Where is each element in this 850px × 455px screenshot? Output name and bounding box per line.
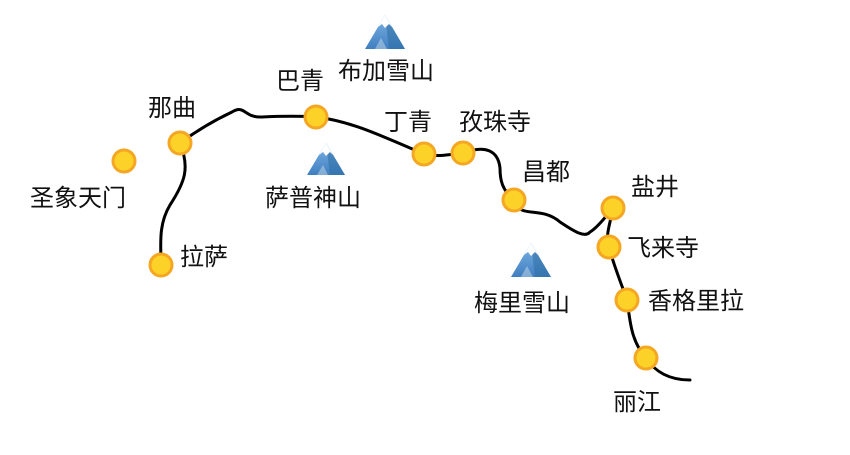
route-line [159, 108, 692, 382]
stop-label-zizhusi: 孜珠寺 [459, 108, 531, 136]
stop-marker-feilaisi [596, 234, 622, 260]
stop-label-changdu: 昌都 [522, 158, 570, 186]
stop-label-feilaisi: 飞来寺 [627, 234, 699, 262]
stop-label-lijiang: 丽江 [613, 388, 661, 416]
stop-marker-lijiang [633, 345, 659, 371]
snow-mountain-icon [307, 143, 345, 175]
stop-marker-baqing [303, 104, 329, 130]
stop-label-dingqing: 丁青 [384, 108, 432, 136]
stop-label-xianggelila: 香格里拉 [648, 287, 744, 315]
place-label-shengxiang: 圣象天门 [30, 184, 126, 212]
stop-label-baqing: 巴青 [276, 67, 324, 95]
snow-mountain-icon [365, 15, 405, 49]
stop-marker-xianggelila [614, 287, 640, 313]
stop-marker-zizhusi [450, 140, 476, 166]
stop-label-lasa: 拉萨 [180, 243, 228, 271]
place-marker-shengxiang [111, 148, 137, 174]
stop-marker-naqu [167, 130, 193, 156]
stop-marker-changdu [501, 187, 527, 213]
mountain-label-bujia: 布加雪山 [338, 57, 434, 85]
mountain-label-meili: 梅里雪山 [474, 289, 570, 317]
stop-marker-dingqing [411, 141, 437, 167]
stop-marker-yanjing [600, 195, 626, 221]
stop-label-naqu: 那曲 [148, 94, 196, 122]
stop-marker-lasa [148, 252, 174, 278]
stop-label-yanjing: 盐井 [631, 173, 679, 201]
snow-mountain-icon [511, 243, 551, 277]
mountain-label-sapu: 萨普神山 [265, 184, 361, 212]
